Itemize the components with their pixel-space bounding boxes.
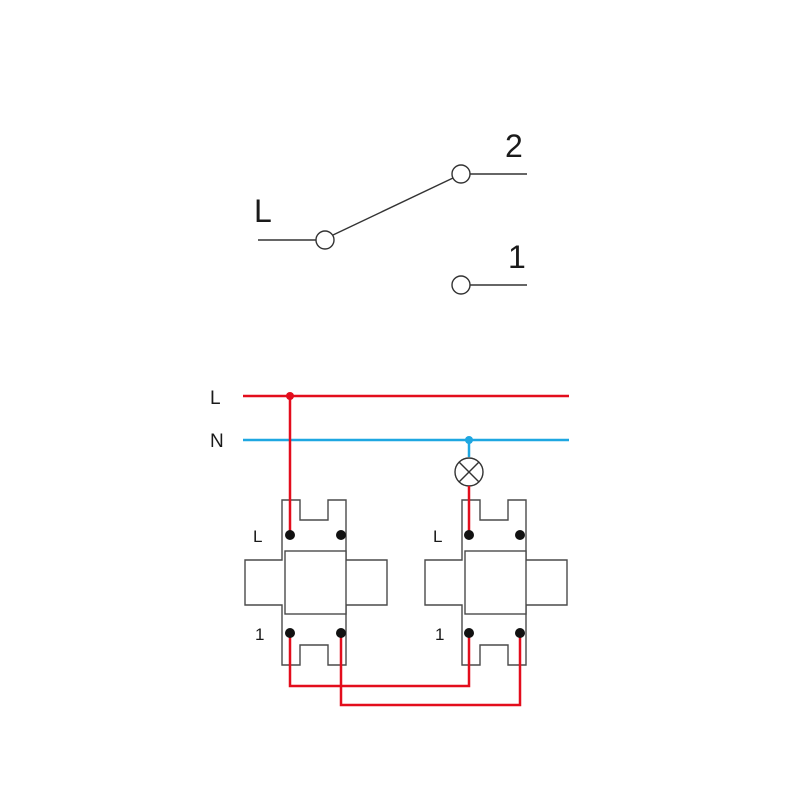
neutral-junction <box>465 436 473 444</box>
live-wiring <box>243 394 569 707</box>
common-contact <box>315 230 335 250</box>
switch-left-rocker <box>284 550 347 615</box>
symbol-label-1: 1 <box>508 239 526 275</box>
switch-left-terminal-1 <box>285 628 295 638</box>
switch-right-terminal-1 <box>464 628 474 638</box>
symbol-label-2: 2 <box>505 128 523 164</box>
switch-right-label-l: L <box>433 527 442 546</box>
switch-left-terminal-l-aux <box>336 530 346 540</box>
neutral-wiring <box>243 438 569 457</box>
traveler-2 <box>339 634 522 707</box>
switch-left <box>244 499 388 666</box>
switch-right-rocker <box>464 550 527 615</box>
switch-left-terminal-2 <box>336 628 346 638</box>
contact-1 <box>451 275 471 295</box>
lamp-icon <box>454 457 484 487</box>
switch-blade <box>332 177 454 236</box>
switch-left-label-l: L <box>253 527 262 546</box>
switch-right-terminal-l-aux <box>515 530 525 540</box>
terminals <box>285 530 525 638</box>
live-junction <box>286 392 294 400</box>
switch-right-terminal-l <box>464 530 474 540</box>
switch-right-label-1: 1 <box>435 625 444 644</box>
neutral-label: N <box>210 431 224 452</box>
line-label: L <box>210 388 221 409</box>
symbol-label-l: L <box>254 193 272 229</box>
switch-left-label-1: 1 <box>255 625 264 644</box>
switch-right <box>424 499 568 666</box>
switch-symbol <box>258 164 527 295</box>
contact-2 <box>451 164 471 184</box>
switch-right-terminal-2 <box>515 628 525 638</box>
traveler-1 <box>288 634 471 688</box>
switch-left-terminal-l <box>285 530 295 540</box>
